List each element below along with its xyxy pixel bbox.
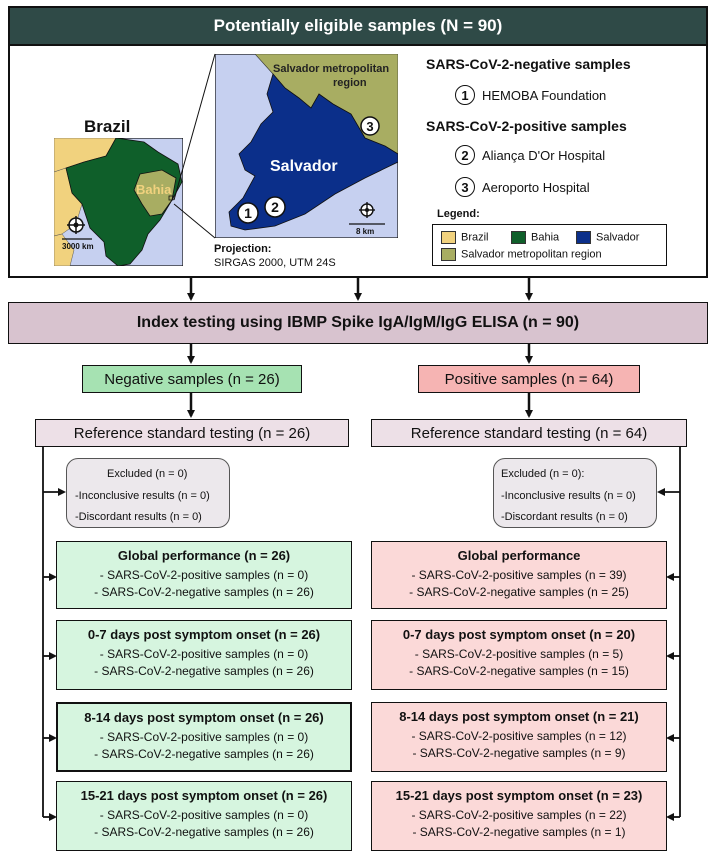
result-positive-count: - SARS-CoV-2-positive samples (n = 0)	[99, 568, 309, 582]
legend-item-brazil: Brazil	[441, 231, 489, 244]
site-number: 1	[455, 85, 475, 105]
legend-label: Salvador metropolitan region	[461, 248, 602, 261]
excluded-discordant: -Discordant results (n = 0)	[501, 511, 628, 523]
legend-item-bahia: Bahia	[511, 231, 559, 244]
excluded-title: Excluded (n = 0)	[107, 468, 188, 480]
site-marker-2: 2	[264, 196, 286, 218]
site-number: 2	[455, 145, 475, 165]
legend-item-salvador: Salvador	[576, 231, 639, 244]
result-positive-count: - SARS-CoV-2-positive samples (n = 0)	[99, 647, 309, 661]
salvador-scale-label: 8 km	[356, 227, 374, 236]
index-testing-box: Index testing using IBMP Spike IgA/IgM/I…	[8, 302, 708, 344]
eligible-samples-title: Potentially eligible samples (N = 90)	[213, 16, 503, 35]
salvador-map: Salvador metropolitan region Salvador 1 …	[215, 54, 398, 238]
positive-0-7-days: 0-7 days post symptom onset (n = 20) - S…	[371, 620, 667, 690]
result-positive-count: - SARS-CoV-2-positive samples (n = 0)	[99, 808, 309, 822]
positive-samples-heading: SARS-CoV-2-positive samples	[426, 118, 627, 134]
excluded-inconclusive: -Inconclusive results (n = 0)	[501, 490, 636, 502]
brazil-scale-label: 3000 km	[62, 242, 94, 251]
positive-8-14-days: 8-14 days post symptom onset (n = 21) - …	[371, 702, 667, 772]
result-positive-count: - SARS-CoV-2-positive samples (n = 5)	[414, 647, 624, 661]
result-positive-count: - SARS-CoV-2-positive samples (n = 22)	[411, 808, 627, 822]
bahia-label: Bahia	[136, 182, 172, 197]
site-name: Aliança D'Or Hospital	[482, 147, 606, 163]
negative-0-7-days: 0-7 days post symptom onset (n = 26) - S…	[56, 620, 352, 690]
site-marker-1: 1	[237, 202, 259, 224]
site-name: HEMOBA Foundation	[482, 87, 607, 103]
legend-swatch	[511, 231, 526, 244]
metro-region-label-2: region	[333, 77, 367, 89]
result-negative-count: - SARS-CoV-2-negative samples (n = 26)	[94, 585, 314, 599]
result-title: Global performance	[457, 548, 581, 563]
result-title: 15-21 days post symptom onset (n = 23)	[395, 788, 643, 803]
result-title: 8-14 days post symptom onset (n = 26)	[84, 710, 324, 725]
result-negative-count: - SARS-CoV-2-negative samples (n = 26)	[94, 747, 314, 761]
map-legend: Brazil Bahia Salvador Salvador metropoli…	[432, 224, 667, 266]
site-marker-3-label: 3	[366, 119, 373, 134]
site-item-1: 1 HEMOBA Foundation	[455, 85, 606, 105]
excluded-title: Excluded (n = 0):	[501, 468, 585, 480]
salvador-label: Salvador	[270, 158, 338, 175]
result-title: Global performance (n = 26)	[117, 548, 291, 563]
positive-15-21-days: 15-21 days post symptom onset (n = 23) -…	[371, 781, 667, 851]
result-negative-count: - SARS-CoV-2-negative samples (n = 26)	[94, 825, 314, 839]
result-positive-count: - SARS-CoV-2-positive samples (n = 39)	[411, 568, 627, 582]
positive-global-performance: Global performance - SARS-CoV-2-positive…	[371, 541, 667, 609]
positive-reference-label: Reference standard testing (n = 64)	[410, 424, 648, 442]
result-title: 15-21 days post symptom onset (n = 26)	[80, 788, 328, 803]
site-marker-3: 3	[360, 116, 380, 136]
negative-excluded-box: Excluded (n = 0) -Inconclusive results (…	[66, 458, 230, 528]
legend-swatch	[441, 248, 456, 261]
compass-icon	[67, 216, 85, 234]
result-negative-count: - SARS-CoV-2-negative samples (n = 1)	[412, 825, 626, 839]
projection-value: SIRGAS 2000, UTM 24S	[214, 257, 336, 269]
negative-global-performance: Global performance (n = 26) - SARS-CoV-2…	[56, 541, 352, 609]
result-negative-count: - SARS-CoV-2-negative samples (n = 9)	[412, 746, 626, 760]
result-title: 0-7 days post symptom onset (n = 20)	[402, 627, 636, 642]
result-negative-count: - SARS-CoV-2-negative samples (n = 15)	[409, 664, 629, 678]
result-negative-count: - SARS-CoV-2-negative samples (n = 26)	[94, 664, 314, 678]
legend-title: Legend:	[437, 208, 480, 220]
legend-label: Salvador	[596, 231, 640, 244]
site-marker-2-label: 2	[271, 199, 279, 215]
legend-swatch	[576, 231, 591, 244]
legend-swatch	[441, 231, 456, 244]
positive-excluded-box: Excluded (n = 0): -Inconclusive results …	[493, 458, 657, 528]
negative-15-21-days: 15-21 days post symptom onset (n = 26) -…	[56, 781, 352, 851]
site-item-2: 2 Aliança D'Or Hospital	[455, 145, 605, 165]
legend-item-metro: Salvador metropolitan region	[441, 248, 602, 261]
metro-region-label-1: Salvador metropolitan	[273, 63, 389, 75]
legend-label: Brazil	[461, 231, 489, 244]
brazil-map-title: Brazil	[84, 117, 131, 136]
positive-reference-box: Reference standard testing (n = 64)	[371, 419, 687, 447]
negative-samples-box: Negative samples (n = 26)	[82, 365, 302, 393]
site-name: Aeroporto Hospital	[482, 179, 590, 195]
site-marker-1-label: 1	[244, 205, 252, 221]
result-title: 8-14 days post symptom onset (n = 21)	[399, 709, 639, 724]
excluded-inconclusive: -Inconclusive results (n = 0)	[75, 490, 210, 502]
site-number: 3	[455, 177, 475, 197]
positive-samples-box: Positive samples (n = 64)	[418, 365, 640, 393]
result-title: 0-7 days post symptom onset (n = 26)	[87, 627, 321, 642]
negative-8-14-days: 8-14 days post symptom onset (n = 26) - …	[56, 702, 352, 772]
result-negative-count: - SARS-CoV-2-negative samples (n = 25)	[409, 585, 629, 599]
compass-icon	[359, 202, 375, 218]
excluded-discordant: -Discordant results (n = 0)	[75, 511, 202, 523]
result-positive-count: - SARS-CoV-2-positive samples (n = 0)	[99, 730, 309, 744]
positive-samples-label: Positive samples (n = 64)	[444, 370, 614, 388]
negative-reference-label: Reference standard testing (n = 26)	[73, 424, 311, 442]
site-item-3: 3 Aeroporto Hospital	[455, 177, 590, 197]
negative-samples-label: Negative samples (n = 26)	[104, 370, 280, 388]
zoom-indicator-lines	[173, 53, 216, 239]
negative-reference-box: Reference standard testing (n = 26)	[35, 419, 349, 447]
index-testing-label: Index testing using IBMP Spike IgA/IgM/I…	[136, 314, 580, 331]
result-positive-count: - SARS-CoV-2-positive samples (n = 12)	[411, 729, 627, 743]
projection-title: Projection:	[214, 243, 272, 255]
brazil-map: Bahia 3000 km	[54, 138, 183, 266]
legend-label: Bahia	[531, 231, 560, 244]
negative-samples-heading: SARS-CoV-2-negative samples	[426, 56, 631, 72]
eligible-samples-header: Potentially eligible samples (N = 90)	[8, 6, 708, 46]
